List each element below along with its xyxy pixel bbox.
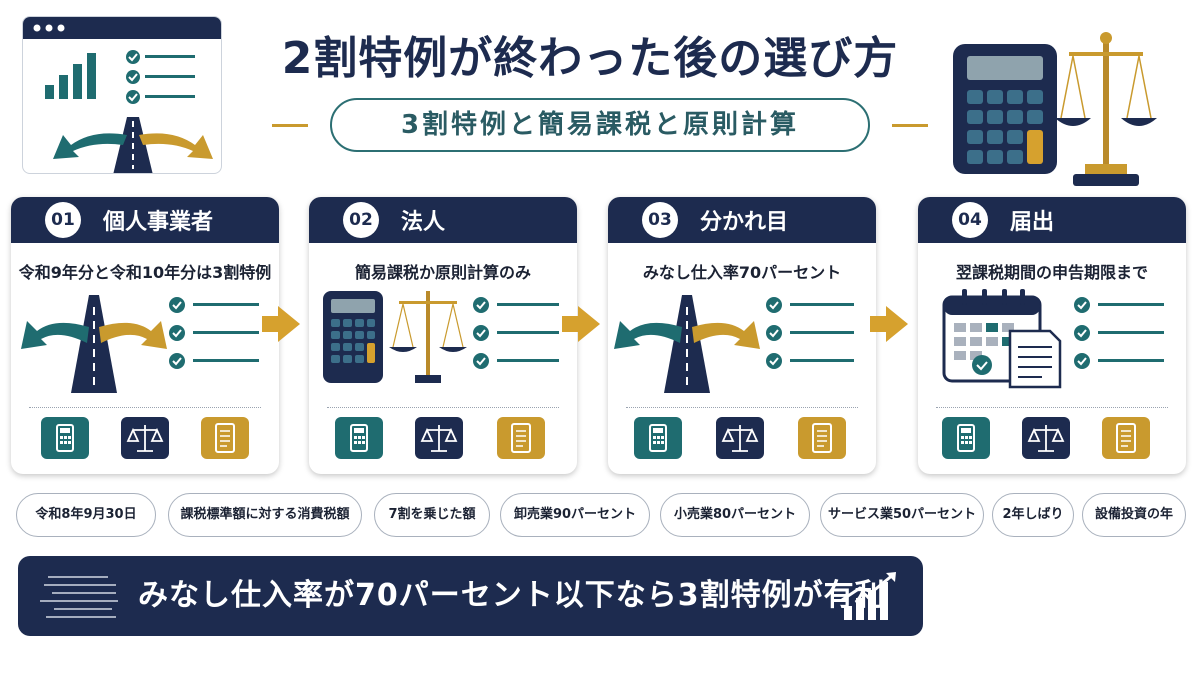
card-icon-row (11, 417, 279, 461)
card-title: 法人 (401, 210, 446, 235)
keyword-pill: 卸売業90パーセント (500, 493, 650, 537)
card-corporation: 02 法人 簡易課税か原則計算のみ (309, 197, 577, 474)
document-icon (798, 417, 846, 459)
checklist-icon (766, 297, 854, 369)
road-fork-illustration (11, 283, 279, 395)
document-icon (497, 417, 545, 459)
calculator-icon (323, 291, 383, 383)
card-title: 分かれ目 (700, 210, 789, 235)
scales-icon (415, 417, 463, 459)
page-title: 2割特例が終わった後の選び方 (281, 33, 899, 84)
keyword-pill: 令和8年9月30日 (16, 493, 156, 537)
calculator-icon (942, 417, 990, 459)
calendar-document-illustration (918, 285, 1186, 395)
card-icon-row (309, 417, 577, 461)
arrow-right-icon (562, 306, 600, 342)
road-fork-icon (53, 117, 213, 173)
card-divider (29, 407, 261, 408)
calculator-icon (634, 417, 682, 459)
speed-line (48, 576, 108, 578)
card-title: 届出 (1010, 210, 1055, 235)
scales-icon (1022, 417, 1070, 459)
card-header: 04 届出 (918, 197, 1186, 243)
arrow-right-icon (262, 306, 300, 342)
subtitle-dash-left (272, 124, 308, 127)
subtitle-dash-right (892, 124, 928, 127)
hero-calculator-scales-illustration (945, 30, 1175, 190)
card-number: 01 (45, 202, 81, 238)
calculator-scales-illustration (309, 285, 577, 395)
card-turning-point: 03 分かれ目 みなし仕入率70パーセント (608, 197, 876, 474)
document-icon (1102, 417, 1150, 459)
document-icon (201, 417, 249, 459)
card-text: 翌課税期間の申告期限まで (955, 263, 1148, 282)
scales-icon (121, 417, 169, 459)
calculator-icon (41, 417, 89, 459)
keyword-pill: 2年しばり (992, 493, 1074, 537)
scales-icon (1055, 32, 1157, 186)
document-icon (1008, 329, 1062, 389)
calculator-icon (953, 44, 1057, 174)
card-individual: 01 個人事業者 令和9年分と令和10年分は3割特例 (11, 197, 279, 474)
arrow-right-icon (870, 306, 908, 342)
speed-line (46, 616, 116, 618)
hero-dashboard-illustration (22, 16, 222, 174)
subtitle: 3割特例と簡易課税と原則計算 (330, 98, 870, 152)
card-header: 01 個人事業者 (11, 197, 279, 243)
bar-chart-icon (45, 53, 96, 99)
scales-icon (716, 417, 764, 459)
keyword-pill: 小売業80パーセント (660, 493, 810, 537)
card-header: 03 分かれ目 (608, 197, 876, 243)
calculator-icon (335, 417, 383, 459)
keyword-pill: 設備投資の年 (1082, 493, 1186, 537)
checklist-icon (169, 297, 259, 369)
checklist-icon (1074, 297, 1164, 369)
card-text: みなし仕入率70パーセント (642, 263, 842, 282)
keyword-pill: 課税標準額に対する消費税額 (168, 493, 362, 537)
checklist-icon (126, 50, 195, 104)
card-icon-row (608, 417, 876, 461)
banner-text: みなし仕入率が70パーセント以下なら3割特例が有利 (138, 578, 886, 613)
card-number: 03 (642, 202, 678, 238)
conclusion-banner: みなし仕入率が70パーセント以下なら3割特例が有利 (18, 556, 923, 636)
checklist-icon (473, 297, 559, 369)
keyword-pill-row: 令和8年9月30日 課税標準額に対する消費税額 7割を乗じた額 卸売業90パーセ… (16, 493, 1186, 537)
speed-line (54, 608, 112, 610)
keyword-pill: サービス業50パーセント (820, 493, 984, 537)
card-divider (626, 407, 858, 408)
card-divider (327, 407, 559, 408)
speed-line (44, 584, 116, 586)
card-title: 個人事業者 (103, 210, 214, 235)
card-icon-row (918, 417, 1186, 461)
growth-chart-icon (841, 572, 896, 620)
speed-line (52, 592, 116, 594)
card-divider (936, 407, 1168, 408)
card-number: 04 (952, 202, 988, 238)
card-filing: 04 届出 翌課税期間の申告期限まで (918, 197, 1186, 474)
card-header: 02 法人 (309, 197, 577, 243)
card-text: 簡易課税か原則計算のみ (354, 263, 531, 282)
scales-icon (389, 291, 467, 383)
keyword-pill: 7割を乗じた額 (374, 493, 490, 537)
road-fork-illustration (608, 285, 876, 395)
speed-line (40, 600, 118, 602)
card-number: 02 (343, 202, 379, 238)
card-text: 令和9年分と令和10年分は3割特例 (18, 263, 272, 282)
